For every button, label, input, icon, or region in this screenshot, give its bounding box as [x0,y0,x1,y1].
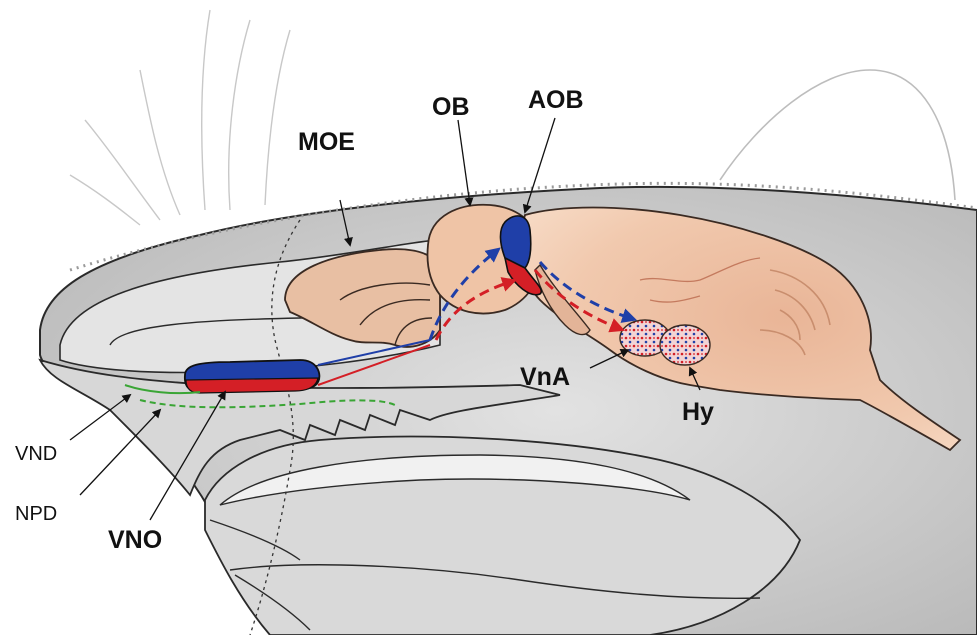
vomeronasal-organ [185,360,320,393]
label-moe: MOE [298,128,355,156]
whiskers [70,10,290,225]
label-vna: VnA [520,363,570,391]
label-hy: Hy [682,398,714,426]
hypothalamus [660,325,710,365]
label-vnd: VND [15,443,57,465]
ear-outline [720,70,955,200]
label-aob: AOB [528,86,584,114]
label-vno: VNO [108,526,162,554]
label-npd: NPD [15,503,57,525]
label-ob: OB [432,93,470,121]
